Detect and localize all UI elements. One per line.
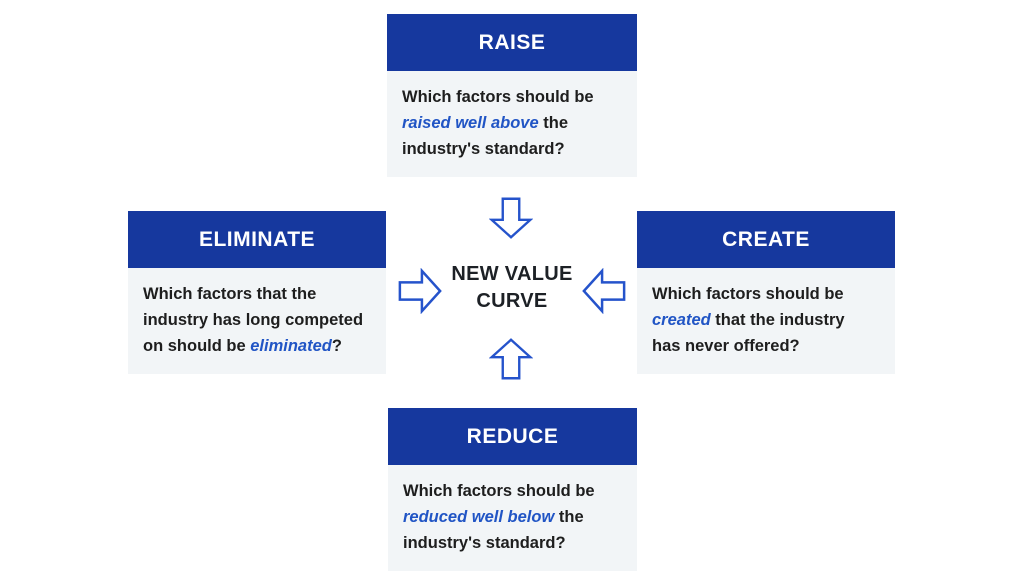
body-text-segment: the <box>538 114 568 132</box>
body-text-segment: reduced well below <box>403 508 555 526</box>
block-arrow-down-shape <box>489 197 533 239</box>
card-eliminate-header: ELIMINATE <box>128 211 386 268</box>
block-arrow-left-shape <box>582 268 626 314</box>
block-arrow-left-icon <box>581 268 627 314</box>
body-text-segment: industry has long competed <box>143 311 364 329</box>
body-text-segment: Which factors should be <box>403 482 595 500</box>
body-text-segment: industry's standard? <box>402 140 565 158</box>
body-text-segment: the <box>554 508 584 526</box>
body-text-segment: Which factors should be <box>402 88 594 106</box>
card-raise-header: RAISE <box>387 14 637 71</box>
card-eliminate-body: Which factors that the industry has long … <box>128 268 386 374</box>
card-eliminate-title: ELIMINATE <box>198 227 316 251</box>
body-text-segment: Which factors should be <box>652 285 844 303</box>
card-raise-body: Which factors should be raised well above… <box>387 71 637 177</box>
body-text-segment: on should be <box>143 337 251 355</box>
card-create-title: CREATE <box>722 227 810 251</box>
body-text-segment: raised well above <box>402 114 539 132</box>
body-text-segment: Which factors that the <box>143 285 317 303</box>
card-raise: RAISE Which factors should be raised well… <box>387 14 637 177</box>
card-reduce-title: REDUCE <box>466 424 559 448</box>
block-arrow-right-icon <box>397 268 443 314</box>
body-text-segment: ? <box>331 337 342 355</box>
block-arrow-down-icon <box>489 196 533 240</box>
card-eliminate: ELIMINATE Which factors that the industry… <box>128 211 386 374</box>
card-create-body: Which factors should be created that the … <box>637 268 895 374</box>
card-reduce-header: REDUCE <box>388 408 637 465</box>
body-text-segment: industry's standard? <box>403 534 566 552</box>
body-text-segment: has never offered? <box>652 337 800 355</box>
center-label-line1: NEW VALUE <box>451 263 573 285</box>
body-text-segment: eliminated <box>250 337 332 355</box>
card-reduce: REDUCE Which factors should be reduced we… <box>388 408 637 571</box>
body-text-segment: created <box>652 311 711 329</box>
card-raise-title: RAISE <box>478 30 546 54</box>
block-arrow-right-shape <box>398 268 442 314</box>
block-arrow-up-shape <box>489 338 533 380</box>
block-arrow-up-icon <box>489 337 533 381</box>
card-reduce-body: Which factors should be reduced well belo… <box>388 465 637 571</box>
body-text-segment: that the industry <box>710 311 845 329</box>
center-label-line2: CURVE <box>476 290 548 312</box>
card-create: CREATE Which factors should be created th… <box>637 211 895 374</box>
card-create-header: CREATE <box>637 211 895 268</box>
center-label-new-value-curve: NEW VALUE CURVE <box>436 261 588 315</box>
